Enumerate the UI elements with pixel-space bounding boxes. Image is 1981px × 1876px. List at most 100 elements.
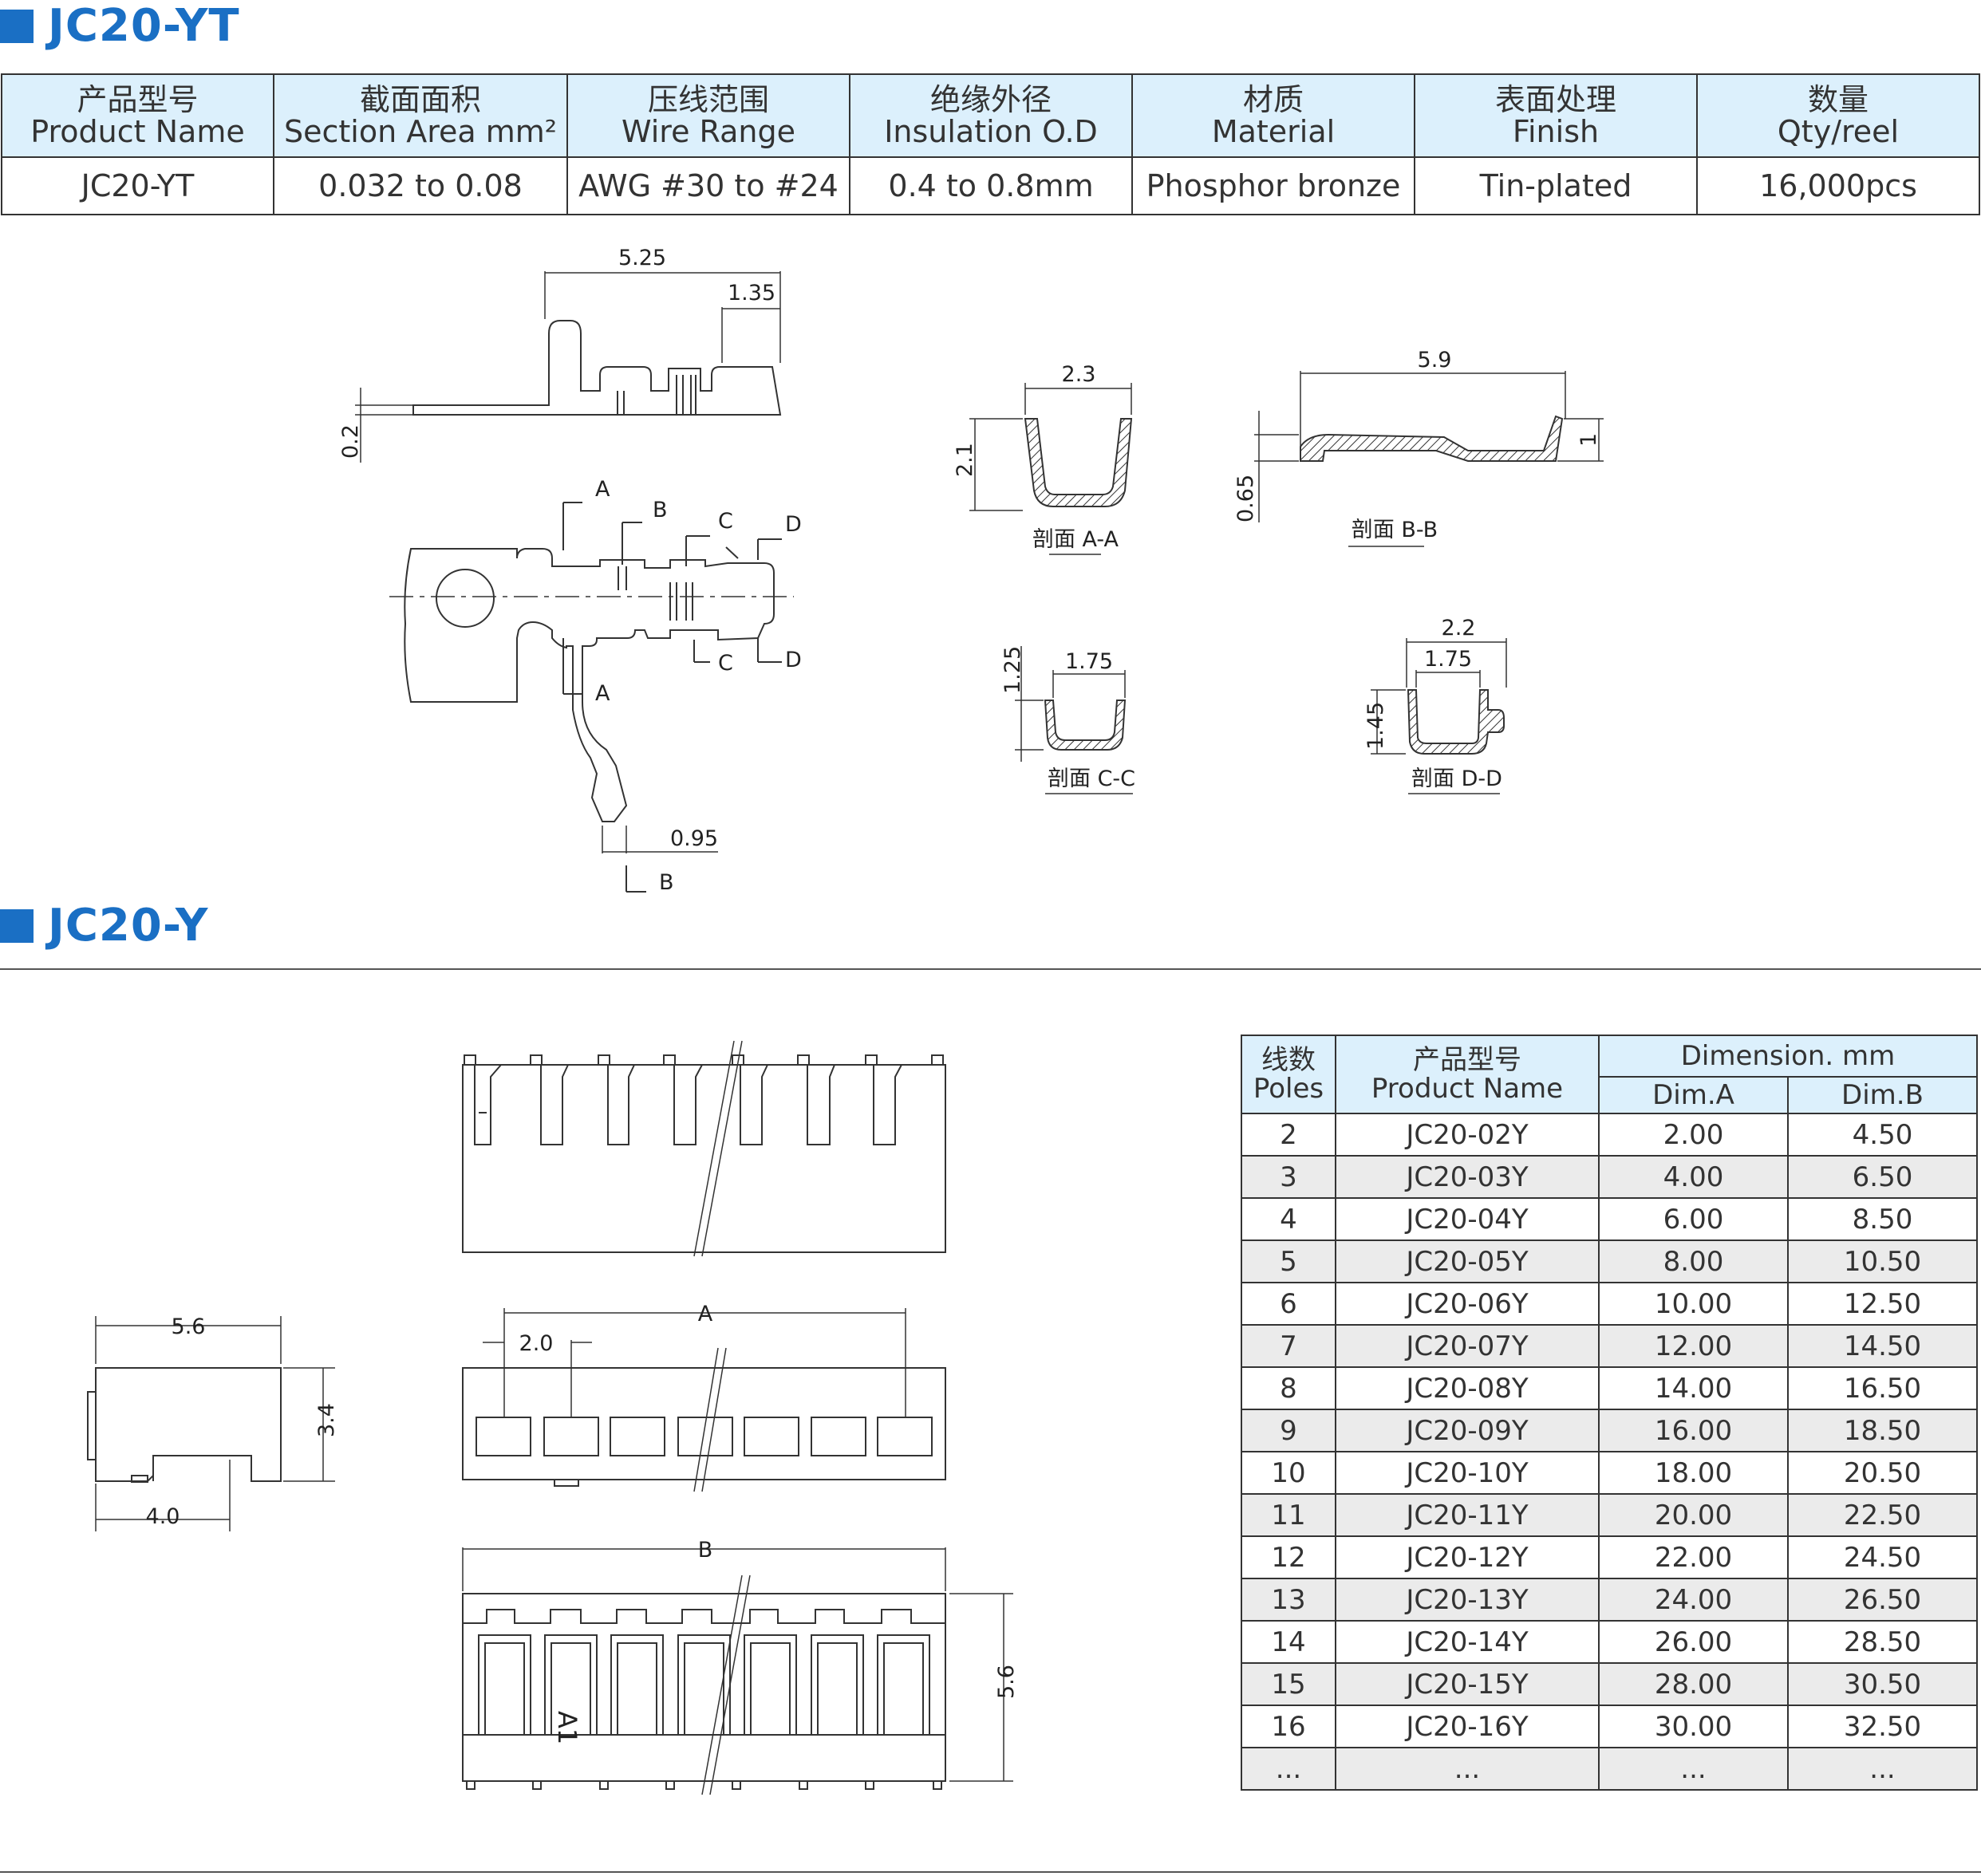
poles-cell: 9: [1241, 1409, 1336, 1452]
dim-label: 0.65: [1233, 475, 1258, 522]
dim-label: 1: [1577, 433, 1601, 447]
header-en: Product Name: [1371, 1073, 1564, 1105]
dim-b-cell: 6.50: [1787, 1155, 1978, 1199]
section-marker-icon: [0, 908, 34, 943]
dim-label: 5.9: [1418, 348, 1452, 372]
dim-label: 1.45: [1363, 702, 1388, 750]
poles-cell: 6: [1241, 1282, 1336, 1326]
terminal-side-outline: [412, 320, 782, 416]
spec-cell: 0.032 to 0.08: [273, 156, 568, 215]
header-en: Insulation O.D: [884, 114, 1098, 149]
product-name-cell: ...: [1335, 1747, 1600, 1791]
dimension-header: Dimension. mm: [1598, 1035, 1978, 1078]
spec-cell: AWG #30 to #24: [566, 156, 850, 215]
housing-top-view: [462, 1064, 946, 1253]
dim-label: 1.25: [1000, 646, 1025, 694]
header-en: Material: [1211, 114, 1336, 149]
section-marker: B: [653, 498, 668, 522]
section-heading-jc20-yt: JC20-YT: [0, 0, 240, 52]
poles-cell: 15: [1241, 1662, 1336, 1706]
section-marker: B: [659, 870, 674, 895]
product-name-cell: JC20-03Y: [1335, 1155, 1600, 1199]
poles-cell: 16: [1241, 1705, 1336, 1748]
header-en: Poles: [1253, 1073, 1324, 1105]
dim-label: 2.2: [1442, 616, 1476, 640]
section-heading-jc20-y: JC20-Y: [0, 900, 208, 952]
dim-b-cell: 26.50: [1787, 1578, 1978, 1622]
section-marker: D: [785, 512, 802, 537]
dim-label: 4.0: [146, 1504, 180, 1529]
dim-label: 2.3: [1062, 362, 1096, 387]
product-name-cell: JC20-05Y: [1335, 1240, 1600, 1283]
dim-a-cell: 20.00: [1598, 1493, 1789, 1537]
header-cn: 材质: [1242, 82, 1304, 117]
dim-b-header: Dim.B: [1787, 1076, 1978, 1114]
header-cn: 线数: [1261, 1044, 1316, 1076]
poles-cell: 14: [1241, 1620, 1336, 1664]
dim-a-header: Dim.A: [1598, 1076, 1789, 1114]
dim-b-cell: 32.50: [1787, 1705, 1978, 1748]
dim-label: 5.6: [994, 1665, 1019, 1699]
product-name-cell: JC20-09Y: [1335, 1409, 1600, 1452]
product-name-cell: JC20-08Y: [1335, 1366, 1600, 1410]
section-label: 剖面 D-D: [1411, 767, 1502, 791]
housing-bottom-view: [462, 1593, 946, 1782]
header-cn: 压线范围: [647, 82, 769, 117]
poles-cell: 13: [1241, 1578, 1336, 1622]
section-marker: C: [718, 651, 733, 676]
poles-cell: 2: [1241, 1113, 1336, 1157]
dim-a-cell: 14.00: [1598, 1366, 1789, 1410]
dim-label: 2.0: [519, 1331, 554, 1356]
product-name-cell: JC20-02Y: [1335, 1113, 1600, 1157]
spec-cell: Phosphor bronze: [1131, 156, 1415, 215]
section-bb-shape: [1300, 415, 1564, 462]
dim-a-cell: 18.00: [1598, 1451, 1789, 1495]
dim-b-cell: 22.50: [1787, 1493, 1978, 1537]
dim-b-cell: 12.50: [1787, 1282, 1978, 1326]
housing-drawing: 5.6 3.4 4.0 2.0 A B 5.6 A1: [87, 1040, 1019, 1795]
poles-cell: 5: [1241, 1240, 1336, 1283]
dim-label: 0.2: [338, 424, 363, 459]
dim-a-cell: 24.00: [1598, 1578, 1789, 1622]
product-name-cell: JC20-12Y: [1335, 1535, 1600, 1579]
dim-subheader-row: Dim.A Dim.B: [1241, 1076, 1978, 1114]
section-label: 剖面 C-C: [1048, 767, 1135, 791]
section-label: 剖面 B-B: [1352, 518, 1438, 542]
product-name-cell: JC20-16Y: [1335, 1705, 1600, 1748]
product-name-cell: JC20-14Y: [1335, 1620, 1600, 1664]
dim-a-cell: ...: [1598, 1747, 1789, 1791]
table-row: ............: [1241, 1747, 1978, 1791]
section-label: 剖面 A-A: [1032, 527, 1119, 552]
dim-b-cell: 20.50: [1787, 1451, 1978, 1495]
dim-a-cell: 4.00: [1598, 1155, 1789, 1199]
header-cn: 表面处理: [1494, 82, 1616, 117]
dim-b-cell: 10.50: [1787, 1240, 1978, 1283]
dim-label: 3.4: [314, 1403, 339, 1437]
dim-a-cell: 30.00: [1598, 1705, 1789, 1748]
housing-top-slots: [474, 1064, 902, 1145]
header-en: Wire Range: [622, 114, 795, 149]
dim-b-cell: 14.50: [1787, 1324, 1978, 1368]
dim-a-cell: 16.00: [1598, 1409, 1789, 1452]
poles-cell: 11: [1241, 1493, 1336, 1537]
dim-a-cell: 10.00: [1598, 1282, 1789, 1326]
dim-label: A: [698, 1302, 713, 1326]
dim-b-cell: 28.50: [1787, 1620, 1978, 1664]
housing-side-view: [95, 1367, 282, 1482]
